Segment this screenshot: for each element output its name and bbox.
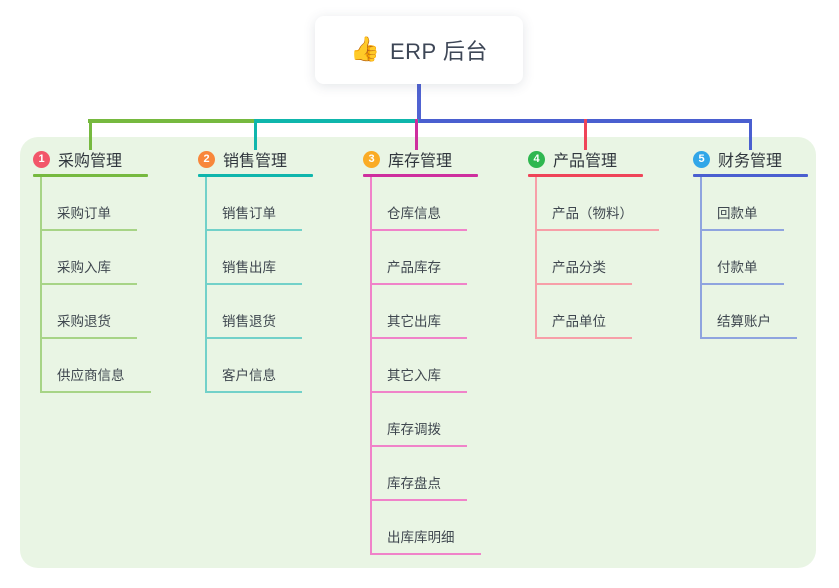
child-node-label: 采购入库	[42, 256, 137, 285]
branch-column: 1 采购管理 采购订单 采购入库 采购退货 供应商信息	[33, 148, 151, 393]
branch-title: 库存管理	[388, 153, 453, 170]
trunk-segment-1	[88, 119, 256, 123]
child-node[interactable]: 仓库信息	[372, 177, 478, 231]
child-node[interactable]: 库存盘点	[372, 447, 478, 501]
branch-title: 产品管理	[553, 153, 618, 170]
branch-drop-line	[415, 119, 418, 150]
branch-underline	[363, 174, 478, 177]
branch-number-badge: 4	[528, 150, 545, 168]
child-node[interactable]: 客户信息	[207, 339, 313, 393]
child-node[interactable]: 产品（物料）	[537, 177, 659, 231]
child-node[interactable]: 采购入库	[42, 231, 148, 285]
child-node-label: 其它入库	[372, 364, 467, 393]
child-node-label: 产品（物料）	[537, 202, 659, 231]
branch-children: 回款单 付款单 结算账户	[700, 177, 808, 339]
branch-drop-line	[749, 119, 752, 150]
branch-children: 仓库信息 产品库存 其它出库 其它入库 库存调拨 库存盘点 出库库明细	[370, 177, 481, 555]
branch-number-badge: 2	[198, 150, 215, 168]
child-node-label: 出库库明细	[372, 526, 481, 555]
child-node[interactable]: 回款单	[702, 177, 808, 231]
branch-underline	[528, 174, 643, 177]
branch-node[interactable]: 2 销售管理	[198, 148, 313, 170]
branch-underline	[33, 174, 148, 177]
child-node[interactable]: 出库库明细	[372, 501, 481, 555]
branch-title: 财务管理	[718, 153, 783, 170]
branches-panel	[20, 137, 816, 568]
root-stem-line	[417, 84, 421, 121]
branch-children: 产品（物料） 产品分类 产品单位	[535, 177, 659, 339]
branch-number-badge: 3	[363, 150, 380, 168]
child-node[interactable]: 销售退货	[207, 285, 313, 339]
branch-underline	[693, 174, 808, 177]
branch-number-badge: 5	[693, 150, 710, 168]
branch-title: 销售管理	[223, 153, 288, 170]
child-node-label: 结算账户	[702, 310, 797, 339]
branch-children: 采购订单 采购入库 采购退货 供应商信息	[40, 177, 151, 393]
child-node[interactable]: 采购订单	[42, 177, 148, 231]
child-node[interactable]: 产品分类	[537, 231, 643, 285]
branch-drop-line	[89, 119, 92, 150]
child-node-label: 采购订单	[42, 202, 137, 231]
branch-number-badge: 1	[33, 150, 50, 168]
child-node[interactable]: 采购退货	[42, 285, 148, 339]
child-node-label: 仓库信息	[372, 202, 467, 231]
root-title: ERP 后台	[389, 39, 488, 64]
child-node[interactable]: 供应商信息	[42, 339, 151, 393]
child-node-label: 回款单	[702, 202, 784, 231]
child-node-label: 采购退货	[42, 310, 137, 339]
child-node[interactable]: 销售出库	[207, 231, 313, 285]
branch-column: 2 销售管理 销售订单 销售出库 销售退货 客户信息	[198, 148, 313, 393]
child-node[interactable]: 其它入库	[372, 339, 478, 393]
branch-drop-line	[584, 119, 587, 150]
child-node-label: 销售退货	[207, 310, 302, 339]
child-node-label: 付款单	[702, 256, 784, 285]
branch-underline	[198, 174, 313, 177]
child-node-label: 产品库存	[372, 256, 467, 285]
trunk-segment-2	[255, 119, 421, 123]
branch-column: 3 库存管理 仓库信息 产品库存 其它出库 其它入库 库存调拨 库存盘点 出库库…	[363, 148, 481, 555]
child-node-label: 其它出库	[372, 310, 467, 339]
child-node-label: 客户信息	[207, 364, 302, 393]
child-node[interactable]: 产品库存	[372, 231, 478, 285]
branch-node[interactable]: 3 库存管理	[363, 148, 478, 170]
branch-column: 5 财务管理 回款单 付款单 结算账户	[693, 148, 808, 339]
child-node[interactable]: 产品单位	[537, 285, 643, 339]
branch-title: 采购管理	[58, 153, 123, 170]
child-node[interactable]: 其它出库	[372, 285, 478, 339]
root-node[interactable]: 👍 ERP 后台	[315, 16, 523, 84]
child-node-label: 库存调拨	[372, 418, 467, 447]
child-node-label: 产品单位	[537, 310, 632, 339]
child-node[interactable]: 结算账户	[702, 285, 808, 339]
branch-node[interactable]: 4 产品管理	[528, 148, 643, 170]
branch-column: 4 产品管理 产品（物料） 产品分类 产品单位	[528, 148, 659, 339]
child-node-label: 销售出库	[207, 256, 302, 285]
child-node[interactable]: 付款单	[702, 231, 808, 285]
branch-node[interactable]: 5 财务管理	[693, 148, 808, 170]
child-node-label: 销售订单	[207, 202, 302, 231]
child-node-label: 产品分类	[537, 256, 632, 285]
child-node-label: 库存盘点	[372, 472, 467, 501]
branch-drop-line	[254, 119, 257, 150]
thumbs-up-icon: 👍	[350, 36, 380, 63]
branch-node[interactable]: 1 采购管理	[33, 148, 148, 170]
child-node[interactable]: 销售订单	[207, 177, 313, 231]
child-node-label: 供应商信息	[42, 364, 151, 393]
branch-children: 销售订单 销售出库 销售退货 客户信息	[205, 177, 313, 393]
child-node[interactable]: 库存调拨	[372, 393, 478, 447]
